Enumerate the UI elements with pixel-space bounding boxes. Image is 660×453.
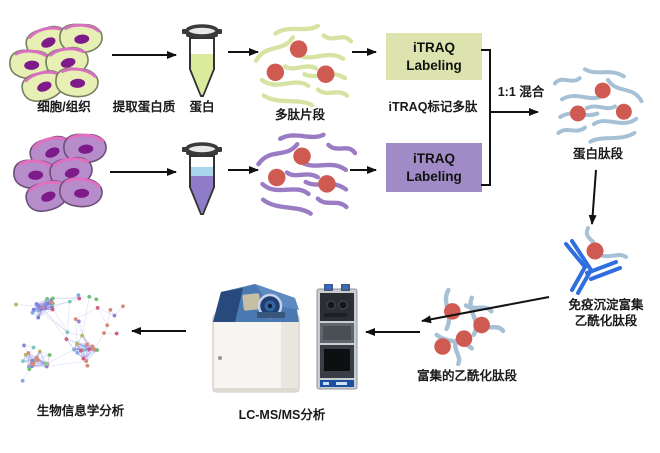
tube-green-icon (180, 24, 224, 98)
arrow-to-antibody (588, 169, 597, 225)
label-extract-protein: 提取蛋白质 (112, 100, 176, 114)
peptides-green-illustration (255, 25, 351, 106)
lc-tower-image (316, 284, 358, 390)
label-mix-ratio: 1:1 混合 (497, 85, 545, 99)
mass-spectrometer-image (212, 284, 300, 393)
label-enriched-peptides: 富集的乙酰化肽段 (416, 369, 517, 383)
cells-green-illustration (7, 22, 104, 104)
cells-purple-illustration (11, 132, 108, 214)
mix-bracket (481, 49, 491, 186)
itraq-labeling-box-purple: iTRAQ Labeling (386, 143, 482, 192)
label-ip-enrichment: 免疫沉淀富集 乙酰化肽段 (568, 298, 644, 328)
label-lcmsms-analysis: LC-MS/MS分析 (238, 408, 326, 422)
label-cells-tissue: 细胞/组织 (37, 100, 91, 114)
label-protein: 蛋白 (189, 100, 215, 114)
peptides-purple-illustration (254, 129, 357, 218)
enriched-peptides-illustration (434, 287, 506, 366)
peptides-mixed-illustration (554, 69, 642, 142)
label-bioinformatics-analysis: 生物信息学分析 (36, 404, 125, 418)
itraq-labeling-box-green: iTRAQ Labeling (386, 33, 482, 80)
label-itraq-labeled-peptides: iTRAQ标记多肽 (388, 100, 478, 114)
antibody-icon (564, 226, 628, 295)
label-protein-peptides: 蛋白肽段 (572, 147, 623, 161)
tube-purple-icon (180, 142, 224, 216)
network-graph (14, 293, 125, 383)
label-peptide-fragments: 多肽片段 (274, 108, 325, 122)
